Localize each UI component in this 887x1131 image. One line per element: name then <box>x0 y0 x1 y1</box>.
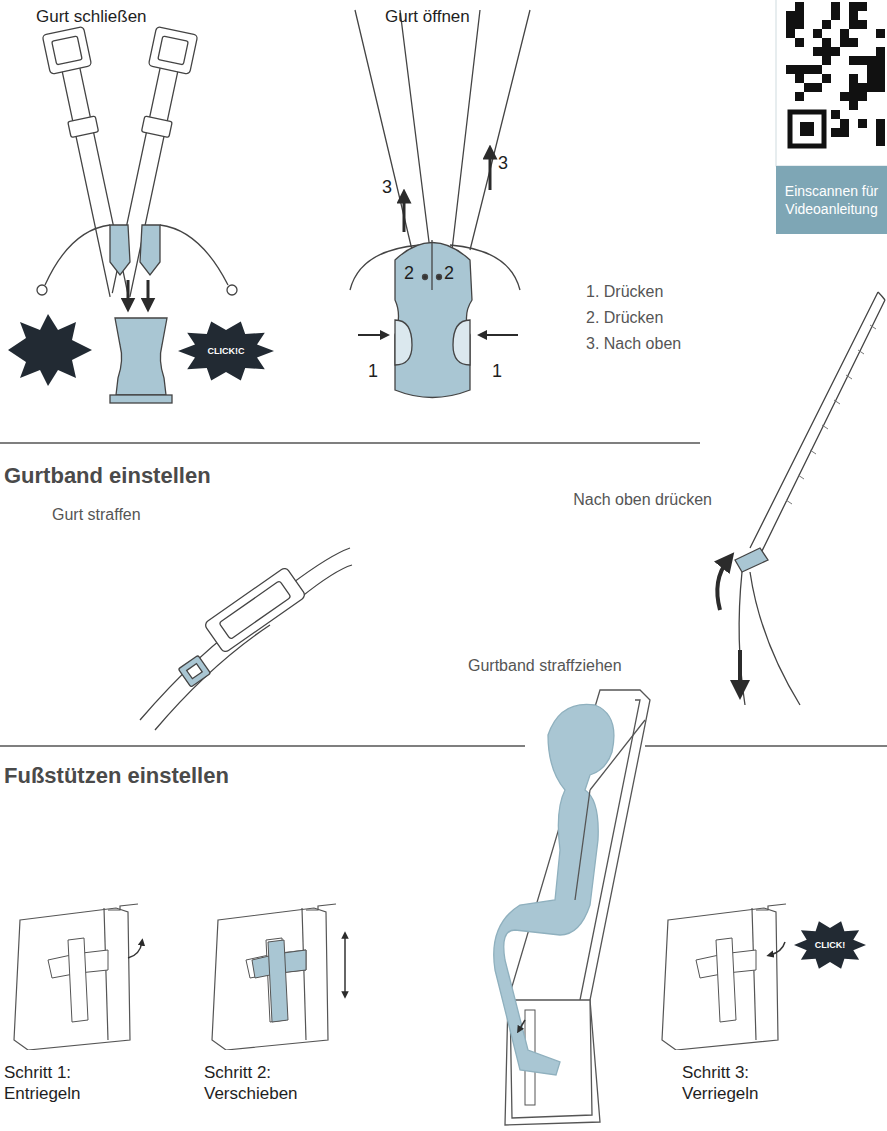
step-text: 3. Nach oben <box>586 334 681 354</box>
qr-module <box>876 137 885 146</box>
qr-module <box>858 20 867 29</box>
qr-module <box>867 74 876 83</box>
callout-number: 2 <box>404 262 414 285</box>
qr-module <box>849 92 858 101</box>
qr-module <box>840 38 849 47</box>
qr-module <box>858 119 867 128</box>
qr-module <box>813 65 822 74</box>
qr-module <box>858 56 867 65</box>
qr-module <box>876 74 885 83</box>
qr-module <box>849 83 858 92</box>
step-caption: Nach oben drücken <box>573 490 712 510</box>
qr-module <box>795 65 804 74</box>
qr-module <box>786 20 795 29</box>
qr-module <box>822 56 831 65</box>
click-burst: CLICK! <box>794 920 866 970</box>
qr-module <box>795 11 804 20</box>
qr-module <box>876 65 885 74</box>
qr-module <box>831 110 840 119</box>
qr-module <box>867 83 876 92</box>
qr-module <box>795 20 804 29</box>
step-caption: Gurtband straffziehen <box>468 656 622 676</box>
qr-module <box>831 128 840 137</box>
belt-open-illustration <box>350 10 530 398</box>
qr-module <box>786 29 795 38</box>
footrest-step-seat <box>212 904 345 1050</box>
click-burst: CLICK!C <box>178 320 274 382</box>
qr-module <box>858 2 867 11</box>
caption-text: Einscannen für Videoanleitung <box>784 182 879 218</box>
footrest-step-seat <box>14 904 142 1050</box>
section-heading: Gurtband einstellen <box>4 462 211 490</box>
step-caption: Schritt 3: Verriegeln <box>682 1062 802 1105</box>
qr-module <box>822 74 831 83</box>
qr-module <box>849 38 858 47</box>
step-caption: Schritt 1: Entriegeln <box>4 1062 124 1105</box>
qr-module <box>849 101 858 110</box>
qr-module <box>831 47 840 56</box>
qr-module <box>813 47 822 56</box>
footrest-step-seat <box>662 904 786 1050</box>
qr-module <box>795 74 804 83</box>
qr-module <box>786 65 795 74</box>
qr-module <box>876 128 885 137</box>
click-text: CLICK!C <box>208 346 245 356</box>
qr-module <box>858 92 867 101</box>
qr-module <box>795 2 804 11</box>
qr-module <box>804 83 813 92</box>
callout-number: 3 <box>498 152 508 175</box>
qr-module <box>876 56 885 65</box>
qr-module <box>786 11 795 20</box>
qr-module <box>822 20 831 29</box>
click-text: CLICK! <box>815 940 846 950</box>
caption-band: Einscannen für Videoanleitung <box>776 166 887 234</box>
qr-code <box>776 0 887 166</box>
qr-module <box>813 83 822 92</box>
callout-number: 2 <box>444 262 454 285</box>
qr-module <box>876 47 885 56</box>
belt-adjuster <box>140 548 352 730</box>
qr-module <box>849 56 858 65</box>
strap-tighten <box>717 292 885 705</box>
qr-module <box>795 92 804 101</box>
callout-number: 3 <box>382 176 392 199</box>
qr-module <box>867 65 876 74</box>
qr-module <box>876 29 885 38</box>
qr-module <box>840 29 849 38</box>
qr-module <box>804 65 813 74</box>
step-caption: Gurt straffen <box>52 505 141 525</box>
qr-module <box>849 74 858 83</box>
qr-module <box>840 119 849 128</box>
step-text: 2. Drücken <box>586 308 663 328</box>
qr-module <box>849 2 858 11</box>
child-seat-illustration <box>494 690 650 1125</box>
qr-module <box>795 38 804 47</box>
qr-module <box>840 92 849 101</box>
section-caption: Gurt schließen <box>36 6 147 27</box>
qr-module <box>858 83 867 92</box>
qr-module <box>822 47 831 56</box>
qr-module <box>813 29 822 38</box>
qr-module <box>840 128 849 137</box>
qr-module <box>822 38 831 47</box>
qr-module <box>849 11 858 20</box>
step-text: 1. Drücken <box>586 282 663 302</box>
step-caption: Schritt 2: Verschieben <box>204 1062 324 1105</box>
qr-module <box>831 2 840 11</box>
callout-number: 1 <box>368 360 378 383</box>
qr-module <box>831 11 840 20</box>
qr-module <box>849 20 858 29</box>
qr-module <box>876 83 885 92</box>
section-heading: Fußstützen einstellen <box>4 762 229 790</box>
callout-number: 1 <box>492 360 502 383</box>
section-caption: Gurt öffnen <box>385 6 470 27</box>
qr-module <box>876 119 885 128</box>
qr-module <box>867 56 876 65</box>
